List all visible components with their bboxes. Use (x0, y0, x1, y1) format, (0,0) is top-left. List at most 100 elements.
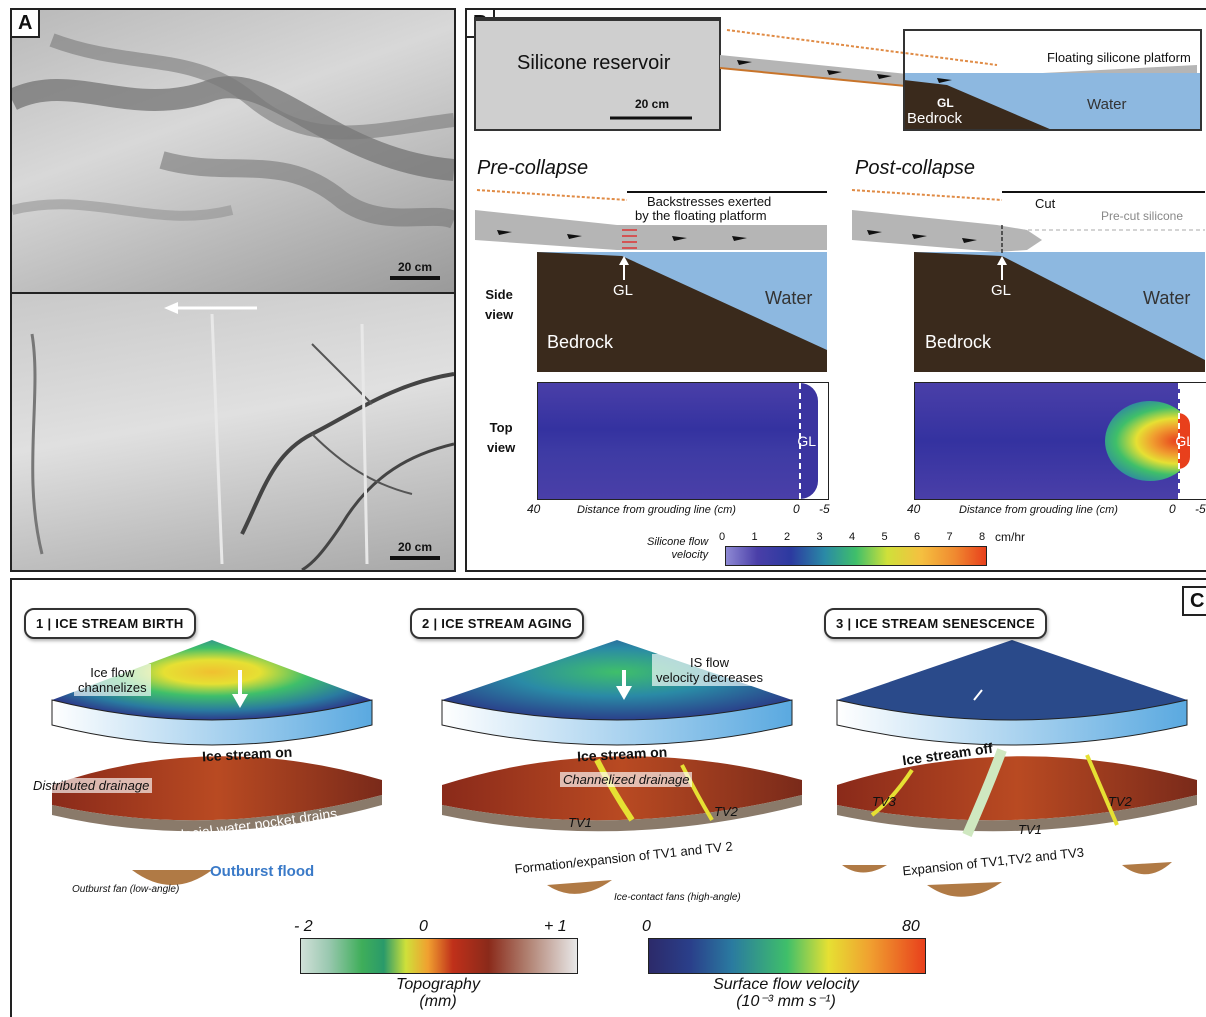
silicone-velocity-colorbar (725, 546, 987, 566)
is-flow-line2: velocity decreases (656, 670, 763, 685)
scale-label: 20 cm (397, 260, 433, 274)
backstress-label-1: Backstresses exerted (647, 194, 772, 209)
colorbar-tick: 6 (914, 531, 921, 543)
scale-bar-line (390, 276, 440, 280)
bed-surface-2 (442, 756, 802, 821)
tv2-label-3: TV2 (1108, 794, 1132, 809)
surface-velocity-colorbar (648, 938, 926, 974)
water-label-post: Water (1143, 288, 1191, 308)
overview-diagram (474, 17, 1202, 131)
colorbar-label: Silicone flow velocity (647, 536, 708, 562)
flow-arrow-icon (616, 686, 632, 700)
topo-label-line1: Topography (396, 976, 480, 993)
bedrock-label-post: Bedrock (925, 332, 992, 352)
silicone-pre (475, 210, 827, 250)
panel-a-label: A (12, 10, 41, 38)
top-label-line1: Top (489, 420, 513, 435)
axis-zero-pre: 0 (793, 502, 800, 516)
scale-bar-bottom: 20 cm (390, 540, 440, 560)
scale-label: 20 cm (397, 540, 433, 554)
gl-label: GL (937, 96, 954, 110)
outburst-fan: Outburst fan (low-angle) (72, 884, 180, 895)
is-flow-line1: IS flow (689, 655, 729, 670)
precut-label: Pre-cut silicone (1101, 209, 1184, 223)
axis-left-pre: 40 (527, 502, 541, 516)
ice-flow-note: Ice flow channelizes (74, 664, 151, 696)
ice-surface-2 (442, 640, 792, 720)
cut-label: Cut (1035, 196, 1056, 211)
stage-1-label: 1 | ICE STREAM BIRTH (24, 608, 196, 639)
colorbar-tick: 4 (849, 531, 856, 543)
scale-bar-line (390, 556, 440, 560)
top-view-post: GL (914, 382, 1206, 500)
outburst-fan (132, 870, 212, 885)
panel-c-label: C (1182, 586, 1206, 616)
top-view-pre: GL (537, 382, 829, 500)
colorbar-tick: 5 (881, 531, 888, 543)
flow-arrow-icon (164, 302, 178, 314)
gl-label-topview: GL (797, 433, 816, 449)
side-label-line1: Side (485, 287, 513, 302)
silicone-post (852, 210, 1042, 252)
distributed-drainage: Distributed drainage (30, 778, 153, 793)
bedrock-area (904, 80, 1052, 130)
colorbar-label-line2: velocity (671, 549, 709, 561)
bedrock-label-pre: Bedrock (547, 332, 614, 352)
colorbar-label-line1: Silicone flow (647, 536, 709, 548)
ice-surface-3 (837, 640, 1187, 720)
topo-label-line2: (mm) (419, 993, 457, 1010)
reservoir-label: Silicone reservoir (517, 52, 671, 74)
bedrock-pre (537, 252, 827, 372)
ice-surface-1 (52, 640, 372, 720)
panel-c: C (10, 578, 1206, 1017)
vel-label-line1: Surface flow velocity (713, 976, 859, 993)
topography-tick: 0 (419, 918, 428, 935)
axis-label-pre: Distance from grouding line (cm) (577, 504, 736, 516)
scale-bar-top: 20 cm (390, 260, 440, 280)
backstress-label-2: by the floating platform (635, 208, 767, 223)
colorbar-tick: 8 (979, 531, 986, 543)
tv3-label: TV3 (872, 794, 896, 809)
axis-left-post: 40 (907, 502, 921, 516)
drainage-pattern-top (12, 33, 454, 229)
topography-tick: - 2 (294, 918, 313, 935)
platform-label: Floating silicone platform (1047, 50, 1191, 65)
gl-label-post: GL (991, 282, 1012, 299)
ice-flow-line1: Ice flow (90, 665, 135, 680)
side-view-label: Side view (485, 285, 513, 325)
channelized-drainage: Channelized drainage (560, 772, 693, 787)
axis-right-post: -5 (1195, 502, 1206, 516)
is-flow-note: IS flow velocity decreases (652, 654, 767, 686)
tv2-label-2: TV2 (714, 804, 738, 819)
outburst-flood: Outburst flood (210, 863, 315, 880)
panel-b: B Silicone reservoir 20 cm Floating sili… (465, 8, 1206, 572)
stage-3-label: 3 | ICE STREAM SENESCENCE (824, 608, 1047, 639)
panel-a: A 20 cm 20 cm (10, 8, 456, 572)
ice-flow-line2: channelizes (78, 680, 147, 695)
topography-ticks: - 2 0 + 1 (294, 918, 576, 936)
velocity-label: Surface flow velocity (10⁻³ mm s⁻¹) (648, 976, 924, 1010)
side-view-diagrams (475, 189, 1205, 372)
bedrock-post (914, 252, 1205, 372)
bed-surface-1 (52, 756, 382, 821)
colorbar-tick: 2 (784, 531, 791, 543)
gl-label-topview-post: GL (1175, 433, 1194, 449)
channel-network-bottom (30, 302, 454, 570)
tv1-label-2: TV1 (568, 815, 592, 830)
axis-zero-post: 0 (1169, 502, 1176, 516)
topography-tick: + 1 (544, 918, 567, 935)
post-collapse-title: Post-collapse (855, 157, 976, 179)
experiment-photo-bottom (12, 294, 454, 570)
pre-collapse-title: Pre-collapse (477, 157, 589, 179)
ice-stream-stages (51, 640, 1197, 897)
reservoir-box (474, 17, 721, 131)
tv1-label-3: TV1 (1018, 822, 1042, 837)
stage-2-label: 2 | ICE STREAM AGING (410, 608, 585, 639)
ice-contact-fans: Ice-contact fans (high-angle) (614, 892, 741, 903)
flow-arrow-icon (232, 694, 248, 708)
photo-divider (12, 292, 454, 294)
velocity-tick: 80 (902, 918, 920, 935)
gl-label-pre: GL (613, 282, 634, 299)
experiment-photo-top (12, 10, 454, 292)
